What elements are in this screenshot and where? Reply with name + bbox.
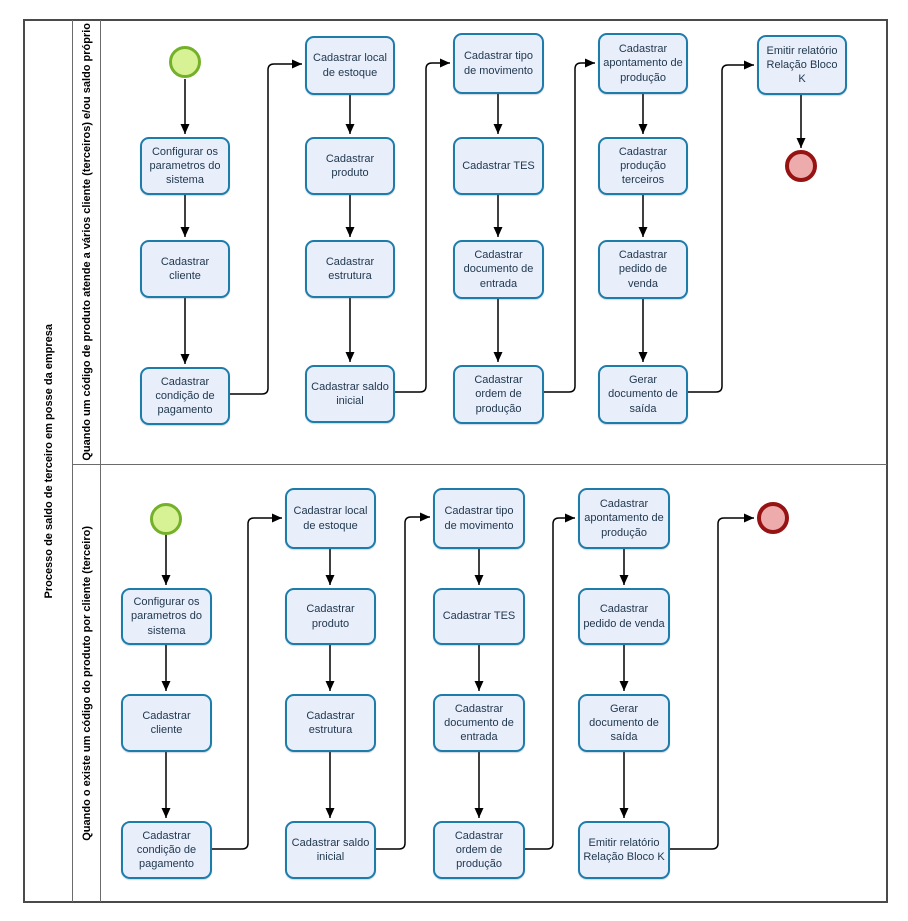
lane-label-divider	[100, 20, 101, 902]
task-label: Configurar os parametros do sistema	[131, 596, 202, 637]
task-cadastrar-local-estoque-2: Cadastrar local de estoque	[285, 488, 376, 549]
task-cadastrar-ordem-producao-1: Cadastrar ordem de produção	[453, 365, 544, 424]
task-label: Cadastrar tipo de movimento	[463, 50, 534, 77]
task-emitir-relatorio-bloco-k-2: Emitir relatório Relação Bloco K	[578, 821, 670, 879]
task-label: Cadastrar apontamento de produção	[603, 43, 683, 84]
sequence-flow-arrow	[525, 513, 575, 850]
task-gerar-documento-saida-2: Gerar documento de saída	[578, 694, 670, 752]
pool-label: Processo de saldo de terceiro em posse d…	[42, 323, 55, 599]
task-cadastrar-tes-1: Cadastrar TES	[453, 137, 544, 195]
task-label: Cadastrar saldo inicial	[311, 380, 389, 407]
sequence-flow-arrow	[688, 60, 754, 393]
task-label: Cadastrar local de estoque	[293, 505, 368, 532]
sequence-flow-arrow	[670, 513, 754, 850]
task-cadastrar-tes-2: Cadastrar TES	[433, 588, 525, 645]
sequence-flow-arrow	[212, 513, 282, 850]
sequence-flow-arrow	[230, 59, 302, 395]
task-cadastrar-apontamento-producao-2: Cadastrar apontamento de produção	[578, 488, 670, 549]
task-label: Cadastrar produto	[306, 603, 355, 630]
task-label: Cadastrar TES	[442, 610, 516, 623]
task-cadastrar-tipo-movimento-1: Cadastrar tipo de movimento	[453, 33, 544, 94]
task-emitir-relatorio-bloco-k-1: Emitir relatório Relação Bloco K	[757, 35, 847, 95]
task-label: Cadastrar local de estoque	[313, 52, 387, 79]
pool-label-strip: Processo de saldo de terceiro em posse d…	[25, 21, 72, 901]
sequence-flow-arrow	[395, 58, 450, 393]
task-label: Cadastrar documento de entrada	[463, 249, 534, 290]
start-event-circle	[169, 46, 201, 78]
task-configurar-parametros-2: Configurar os parametros do sistema	[121, 588, 212, 645]
task-label: Gerar documento de saída	[589, 702, 659, 744]
task-label: Cadastrar tipo de movimento	[444, 505, 514, 532]
task-cadastrar-cliente-1: Cadastrar cliente	[140, 240, 230, 298]
lane-label-1: Quando um código de produto atende a vár…	[80, 22, 93, 461]
task-label: Cadastrar pedido de venda	[618, 249, 668, 290]
task-cadastrar-documento-entrada-2: Cadastrar documento de entrada	[433, 694, 525, 752]
task-cadastrar-producao-terceiros-1: Cadastrar produção terceiros	[598, 137, 688, 195]
task-cadastrar-pedido-venda-2: Cadastrar pedido de venda	[578, 588, 670, 645]
pool-border	[23, 19, 888, 903]
task-label: Cadastrar documento de entrada	[444, 702, 514, 744]
lane-divider	[72, 464, 887, 465]
task-label: Emitir relatório Relação Bloco K	[766, 44, 838, 86]
task-cadastrar-documento-entrada-1: Cadastrar documento de entrada	[453, 240, 544, 299]
task-label: Cadastrar cliente	[142, 709, 191, 736]
task-cadastrar-estrutura-2: Cadastrar estrutura	[285, 694, 376, 752]
lane-label-2: Quando o existe um código do produto por…	[80, 525, 93, 841]
task-label: Cadastrar TES	[462, 159, 535, 172]
task-label: Configurar os parametros do sistema	[149, 145, 221, 187]
task-configurar-parametros-1: Configurar os parametros do sistema	[140, 137, 230, 195]
task-label: Cadastrar produção terceiros	[618, 145, 668, 187]
task-cadastrar-produto-2: Cadastrar produto	[285, 588, 376, 645]
sequence-flow-arrow	[376, 512, 430, 850]
task-label: Cadastrar ordem de produção	[474, 374, 523, 415]
task-label: Cadastrar condição de pagamento	[155, 375, 215, 417]
task-cadastrar-estrutura-1: Cadastrar estrutura	[305, 240, 395, 298]
start-event-circle	[150, 503, 182, 535]
lane-label-strip-2: Quando o existe um código do produto por…	[73, 465, 100, 901]
end-event-circle	[757, 502, 789, 534]
task-label: Emitir relatório Relação Bloco K	[583, 836, 665, 863]
task-label: Gerar documento de saída	[608, 374, 678, 415]
task-label: Cadastrar saldo inicial	[291, 836, 370, 863]
task-cadastrar-condicao-pagamento-2: Cadastrar condição de pagamento	[121, 821, 212, 879]
lane-label-strip-1: Quando um código de produto atende a vár…	[73, 21, 100, 462]
sequence-flow-arrow	[544, 58, 595, 393]
task-cadastrar-apontamento-producao-1: Cadastrar apontamento de produção	[598, 33, 688, 94]
task-label: Cadastrar condição de pagamento	[136, 829, 197, 871]
task-cadastrar-saldo-inicial-1: Cadastrar saldo inicial	[305, 365, 395, 423]
pool-label-divider	[72, 20, 73, 902]
task-label: Cadastrar ordem de produção	[454, 829, 504, 871]
task-cadastrar-pedido-venda-1: Cadastrar pedido de venda	[598, 240, 688, 299]
task-label: Cadastrar cliente	[160, 255, 210, 282]
task-label: Cadastrar estrutura	[325, 255, 375, 282]
task-label: Cadastrar pedido de venda	[583, 603, 665, 630]
task-gerar-documento-saida-1: Gerar documento de saída	[598, 365, 688, 424]
task-cadastrar-local-estoque-1: Cadastrar local de estoque	[305, 36, 395, 95]
task-cadastrar-saldo-inicial-2: Cadastrar saldo inicial	[285, 821, 376, 879]
task-cadastrar-tipo-movimento-2: Cadastrar tipo de movimento	[433, 488, 525, 549]
task-cadastrar-condicao-pagamento-1: Cadastrar condição de pagamento	[140, 367, 230, 425]
task-cadastrar-ordem-producao-2: Cadastrar ordem de produção	[433, 821, 525, 879]
task-label: Cadastrar produto	[325, 152, 375, 179]
task-cadastrar-produto-1: Cadastrar produto	[305, 137, 395, 195]
task-cadastrar-cliente-2: Cadastrar cliente	[121, 694, 212, 752]
task-label: Cadastrar apontamento de produção	[584, 498, 664, 539]
task-label: Cadastrar estrutura	[306, 709, 355, 736]
end-event-circle	[785, 150, 817, 182]
